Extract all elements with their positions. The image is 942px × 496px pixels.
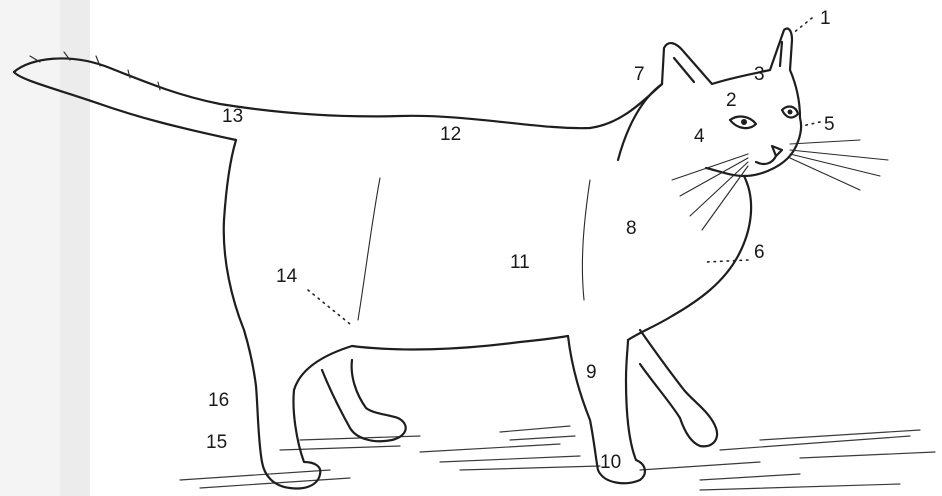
label-10: 10 bbox=[600, 452, 621, 473]
label-8: 8 bbox=[626, 218, 637, 239]
label-11: 11 bbox=[510, 252, 530, 273]
label-5: 5 bbox=[824, 114, 835, 135]
label-16: 16 bbox=[208, 390, 229, 411]
label-2: 2 bbox=[726, 90, 737, 111]
labels: 1 2 3 4 5 6 7 8 9 10 11 12 13 14 15 16 bbox=[206, 8, 835, 473]
label-13: 13 bbox=[222, 106, 243, 127]
leader-lines bbox=[308, 18, 820, 324]
back-outline bbox=[224, 140, 256, 386]
label-4: 4 bbox=[694, 126, 705, 147]
label-12: 12 bbox=[440, 124, 461, 145]
chest-outline bbox=[628, 176, 751, 340]
fore-leg-far bbox=[640, 330, 717, 446]
belly-outline bbox=[352, 336, 568, 349]
label-7: 7 bbox=[634, 64, 645, 85]
hind-leg-far bbox=[322, 360, 406, 441]
hind-leg-near bbox=[256, 346, 352, 488]
label-6: 6 bbox=[754, 242, 765, 263]
label-3: 3 bbox=[754, 64, 765, 85]
label-9: 9 bbox=[586, 362, 597, 383]
label-14: 14 bbox=[276, 266, 298, 287]
label-1: 1 bbox=[820, 8, 831, 29]
tail-outline bbox=[14, 58, 662, 128]
page-edge-shading bbox=[0, 0, 90, 496]
ground-shadow-lines bbox=[180, 426, 935, 490]
label-15: 15 bbox=[206, 432, 227, 453]
